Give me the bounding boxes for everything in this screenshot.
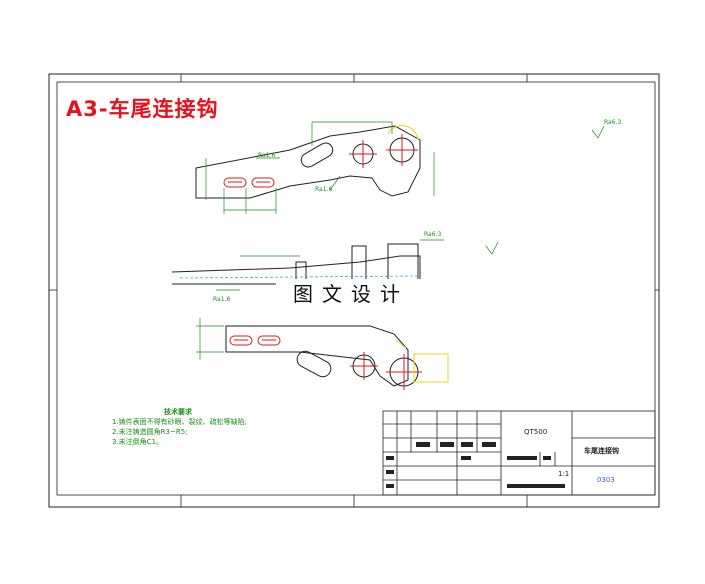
roughness-top-right: Ra6.3 <box>604 119 622 126</box>
front-view <box>171 243 421 285</box>
plan-view-dimensions <box>196 318 224 360</box>
tech-heading: 技术要求 <box>164 408 192 416</box>
drawing-title: A3-车尾连接钩 <box>66 97 219 121</box>
roughness-bottom: Ra1.6 <box>315 186 333 193</box>
roughness-side: Ra1.6 <box>213 296 231 303</box>
plan-view-slots <box>229 335 422 390</box>
inner-frame <box>56 81 656 496</box>
plan-view <box>225 325 419 387</box>
tech-requirements: 技术要求 1.铸件表面不得有砂眼、裂纹、疏松等缺陷; 2.未注铸造圆角R3~R5… <box>112 407 247 447</box>
roughness-left: Ra1.6 <box>258 152 276 159</box>
material-label: QT500 <box>524 428 548 436</box>
top-view-dimensions <box>205 121 605 214</box>
top-view-highlight <box>387 125 419 141</box>
top-view-slots <box>223 134 418 188</box>
title-block <box>382 410 656 496</box>
drawing-number: 0303 <box>597 476 615 484</box>
tech-item: 3.未注倒角C1。 <box>112 438 164 446</box>
front-view-dimensions <box>216 239 499 291</box>
front-view-hidden <box>179 275 419 279</box>
plan-view-highlight <box>395 339 449 383</box>
watermark: 图文设计 <box>276 279 426 309</box>
title-block-fills <box>386 442 565 488</box>
roughness-mid: Ra6.3 <box>424 231 442 238</box>
scale: 1:1 <box>558 470 570 478</box>
tech-item: 2.未注铸造圆角R3~R5; <box>112 428 188 436</box>
zone-ticks <box>49 74 659 507</box>
part-name: 车尾连接钩 <box>584 447 619 455</box>
tech-item: 1.铸件表面不得有砂眼、裂纹、疏松等缺陷; <box>112 418 248 426</box>
